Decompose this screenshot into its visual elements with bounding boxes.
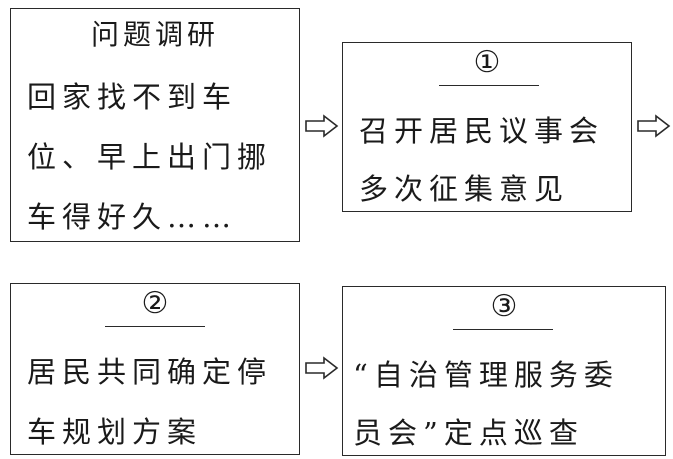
right-arrow-icon xyxy=(304,356,340,380)
step-box-2: ② 居民共同确定停 车规划方案 xyxy=(10,283,300,455)
fill-in-blank-line xyxy=(453,329,553,330)
step-number-marker: ③ xyxy=(490,289,518,324)
step-box-1: ① 召开居民议事会 多次征集意见 xyxy=(342,42,632,212)
fill-in-blank-line xyxy=(105,326,205,327)
fill-in-blank-line xyxy=(439,85,539,86)
step-box-3: ③ “自治管理服务委 员会”定点巡查 xyxy=(342,286,666,456)
step-title-research: 问题调研 xyxy=(90,18,219,51)
step-text-line: 员会”定点巡查 xyxy=(353,416,584,450)
right-arrow-icon xyxy=(636,114,672,138)
step-text-line: 车规划方案 xyxy=(27,415,203,449)
step-text-line: 车得好久…… xyxy=(27,200,238,234)
step-box-research: 问题调研 回家找不到车 位、早上出门挪 车得好久…… xyxy=(10,8,300,242)
step-text-line: 多次征集意见 xyxy=(359,172,570,206)
step-number-marker: ① xyxy=(473,45,501,80)
step-number-marker: ② xyxy=(141,286,169,321)
step-text-line: “自治管理服务委 xyxy=(353,358,619,392)
step-text-line: 位、早上出门挪 xyxy=(27,140,273,174)
step-text-line: 居民共同确定停 xyxy=(27,355,273,389)
step-text-line: 召开居民议事会 xyxy=(359,114,605,148)
right-arrow-icon xyxy=(304,114,340,138)
step-text-line: 回家找不到车 xyxy=(27,80,238,114)
